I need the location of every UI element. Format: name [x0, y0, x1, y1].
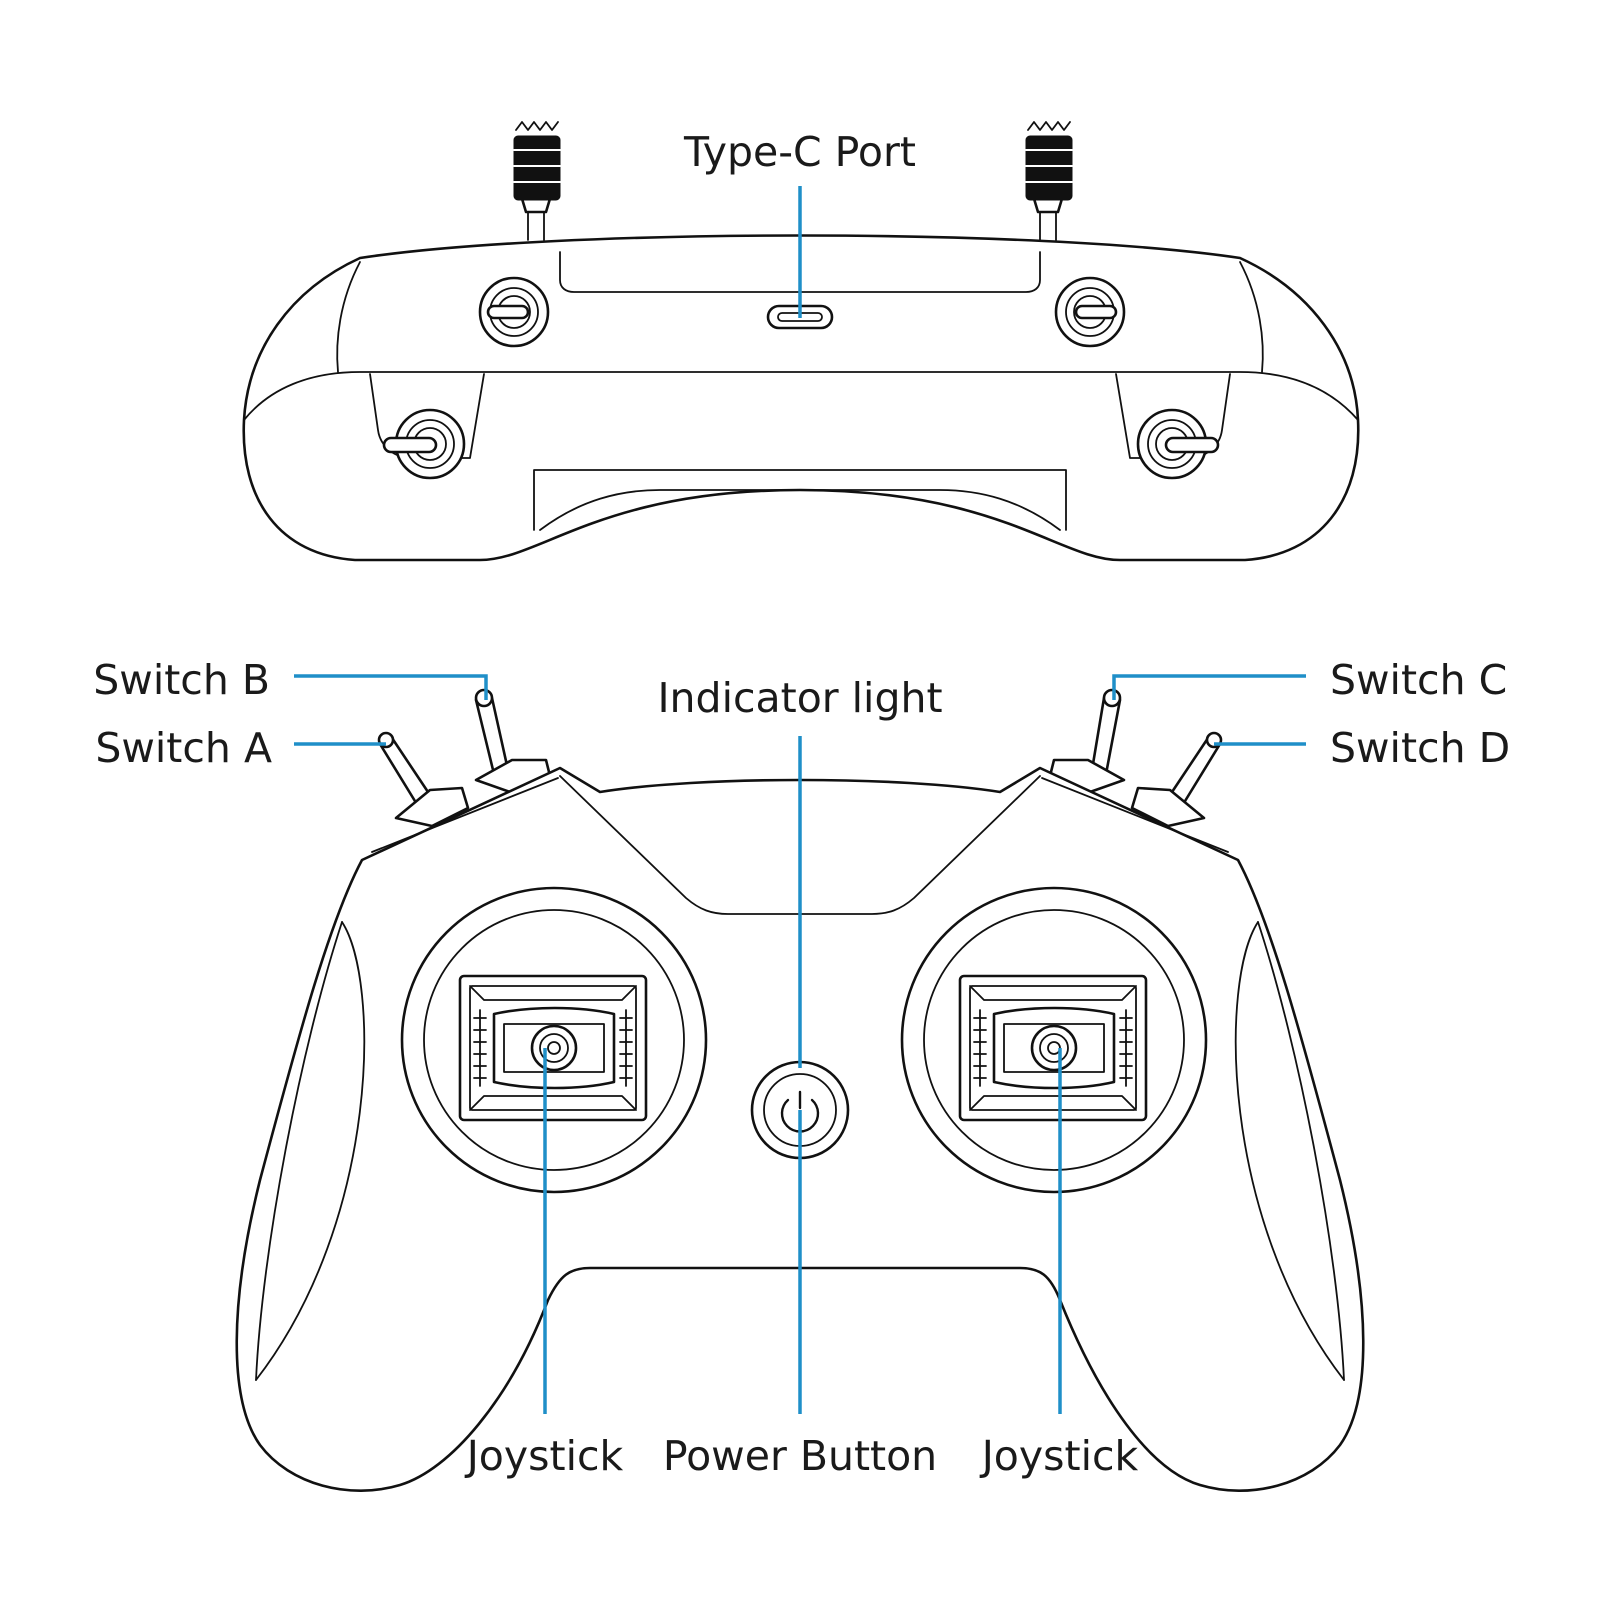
label-power-button: Power Button	[662, 1432, 938, 1480]
top-left-stick	[513, 121, 561, 241]
front-view-controller	[235, 688, 1365, 1492]
label-type-c-port: Type-C Port	[684, 128, 916, 176]
label-indicator-light: Indicator light	[657, 674, 943, 722]
top-view-controller	[242, 121, 1360, 562]
leader-switch-b	[294, 674, 488, 700]
switch-c-lever	[1048, 688, 1126, 794]
switch-b-lever	[474, 688, 552, 794]
label-switch-b: Switch B	[93, 656, 270, 704]
label-switch-a: Switch A	[95, 724, 272, 772]
switch-d-lever	[1130, 731, 1223, 828]
label-switch-c: Switch C	[1330, 656, 1508, 704]
right-joystick[interactable]	[900, 886, 1208, 1194]
label-joystick-left: Joystick	[466, 1432, 624, 1480]
label-switch-d: Switch D	[1330, 724, 1511, 772]
switch-a-lever	[377, 731, 470, 828]
top-switch-upper-left	[478, 276, 550, 348]
leader-switch-c	[1112, 674, 1306, 700]
top-switch-lower-left	[382, 408, 466, 480]
left-joystick[interactable]	[400, 886, 708, 1194]
label-joystick-right: Joystick	[981, 1432, 1139, 1480]
top-switch-lower-right	[1136, 408, 1220, 480]
callout-leader-lines	[294, 186, 1306, 1414]
top-right-stick	[1025, 121, 1073, 241]
top-switch-upper-right	[1054, 276, 1126, 348]
